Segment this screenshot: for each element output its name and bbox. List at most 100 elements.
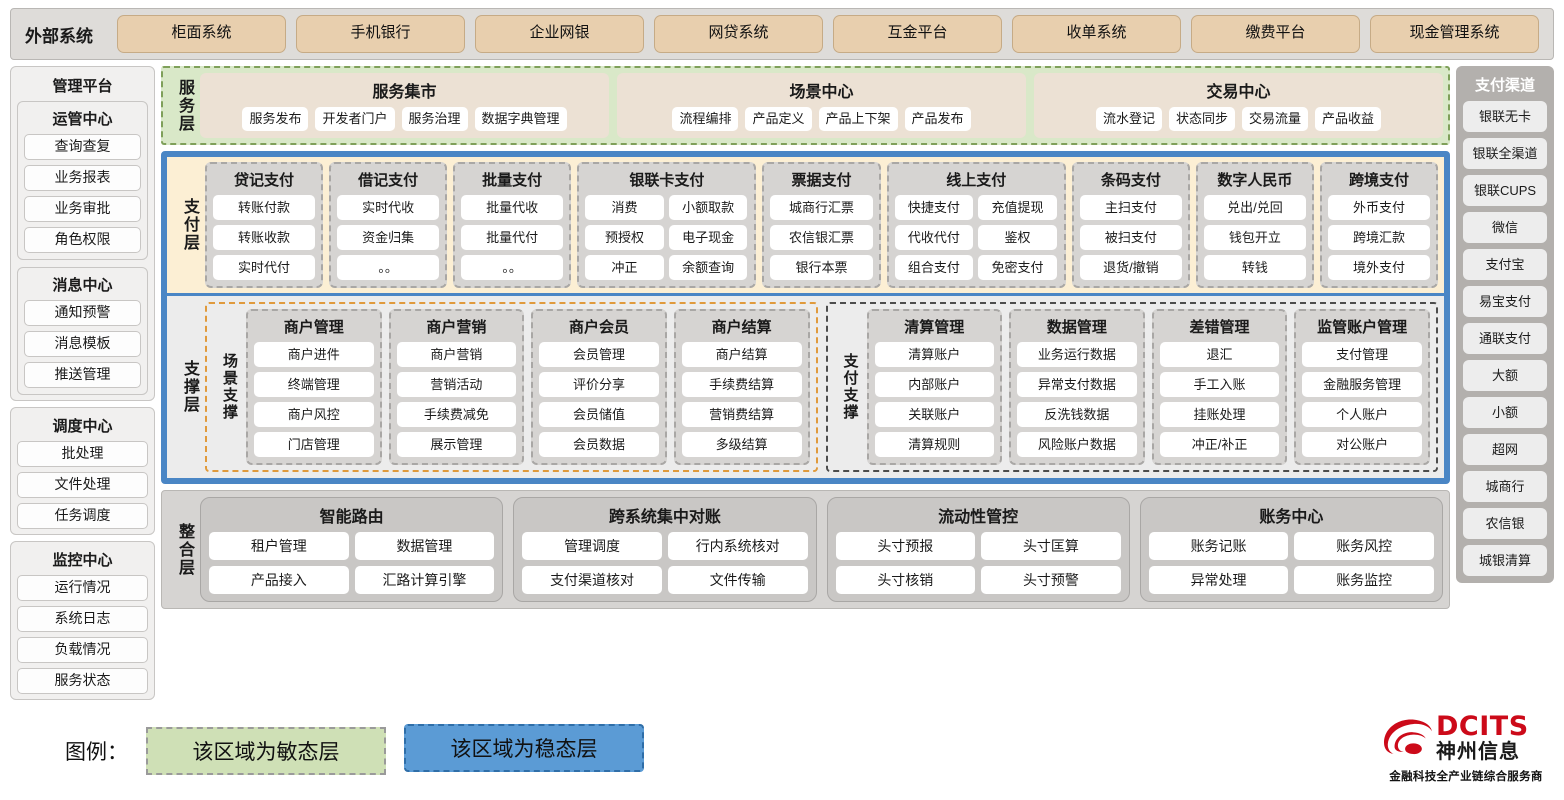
payment-cell[interactable]: 农信银汇票 [770, 225, 873, 250]
support-cell[interactable]: 展示管理 [396, 432, 517, 457]
service-chip[interactable]: 产品定义 [745, 107, 812, 131]
support-cell[interactable]: 清算规则 [874, 432, 995, 457]
payment-cell[interactable]: 转账收款 [213, 225, 316, 250]
payment-cell[interactable]: 银行本票 [770, 255, 873, 280]
external-system-chip[interactable]: 网贷系统 [654, 15, 823, 53]
support-cell[interactable]: 门店管理 [254, 432, 374, 457]
payment-channel-item[interactable]: 通联支付 [1463, 323, 1547, 354]
sidebar-item[interactable]: 批处理 [17, 441, 148, 467]
payment-cell[interactable]: 实时代收 [337, 195, 440, 220]
payment-cell[interactable]: 转账付款 [213, 195, 316, 220]
service-chip[interactable]: 流水登记 [1095, 107, 1162, 131]
sidebar-item[interactable]: 服务状态 [17, 668, 148, 694]
service-chip[interactable]: 状态同步 [1168, 107, 1235, 131]
support-cell[interactable]: 营销活动 [396, 372, 517, 397]
service-chip[interactable]: 产品发布 [904, 107, 971, 131]
service-chip[interactable]: 开发者门户 [315, 107, 395, 131]
support-cell[interactable]: 会员储值 [539, 402, 659, 427]
support-cell[interactable]: 手工入账 [1159, 372, 1280, 397]
payment-cell[interactable]: 资金归集 [337, 225, 440, 250]
support-cell[interactable]: 手续费结算 [681, 372, 802, 397]
integration-cell[interactable]: 支付渠道核对 [522, 566, 662, 594]
support-cell[interactable]: 异常支付数据 [1017, 372, 1137, 397]
payment-cell[interactable]: 余额查询 [668, 255, 748, 280]
support-cell[interactable]: 商户结算 [681, 342, 802, 367]
integration-cell[interactable]: 异常处理 [1148, 566, 1289, 594]
payment-channel-item[interactable]: 超网 [1463, 434, 1547, 465]
integration-cell[interactable]: 头寸预报 [835, 532, 976, 560]
integration-cell[interactable]: 租户管理 [209, 532, 349, 560]
payment-cell[interactable]: 转钱 [1203, 255, 1306, 280]
service-chip[interactable]: 数据字典管理 [474, 107, 567, 131]
payment-cell[interactable]: 预授权 [585, 225, 664, 250]
payment-cell[interactable]: 。。 [337, 255, 440, 280]
integration-cell[interactable]: 头寸预警 [981, 566, 1121, 594]
sidebar-item[interactable]: 文件处理 [17, 472, 148, 498]
external-system-chip[interactable]: 互金平台 [833, 15, 1002, 53]
support-cell[interactable]: 商户营销 [396, 342, 517, 367]
integration-cell[interactable]: 管理调度 [522, 532, 662, 560]
sidebar-item[interactable]: 消息模板 [24, 331, 141, 357]
payment-cell[interactable]: 电子现金 [668, 225, 748, 250]
payment-channel-item[interactable]: 微信 [1463, 212, 1547, 243]
payment-channel-item[interactable]: 银联CUPS [1463, 175, 1547, 206]
service-chip[interactable]: 产品上下架 [818, 107, 898, 131]
sidebar-item[interactable]: 业务审批 [24, 196, 141, 222]
external-system-chip[interactable]: 手机银行 [296, 15, 465, 53]
integration-cell[interactable]: 产品接入 [209, 566, 349, 594]
support-cell[interactable]: 对公账户 [1302, 432, 1422, 457]
sidebar-item[interactable]: 通知预警 [24, 300, 141, 326]
support-cell[interactable]: 评价分享 [539, 372, 659, 397]
payment-cell[interactable]: 代收代付 [894, 225, 974, 250]
support-cell[interactable]: 支付管理 [1302, 342, 1422, 367]
external-system-chip[interactable]: 现金管理系统 [1370, 15, 1539, 53]
support-cell[interactable]: 金融服务管理 [1302, 372, 1422, 397]
external-system-chip[interactable]: 缴费平台 [1191, 15, 1360, 53]
external-system-chip[interactable]: 柜面系统 [117, 15, 286, 53]
support-cell[interactable]: 反洗钱数据 [1017, 402, 1137, 427]
payment-channel-item[interactable]: 易宝支付 [1463, 286, 1547, 317]
integration-cell[interactable]: 头寸匡算 [981, 532, 1121, 560]
payment-cell[interactable]: 退货/撤销 [1079, 255, 1182, 280]
sidebar-item[interactable]: 运行情况 [17, 575, 148, 601]
support-cell[interactable]: 冲正/补正 [1159, 432, 1280, 457]
integration-cell[interactable]: 账务监控 [1294, 566, 1434, 594]
payment-cell[interactable]: 鉴权 [978, 225, 1057, 250]
payment-cell[interactable]: 批量代付 [461, 225, 564, 250]
payment-cell[interactable]: 冲正 [585, 255, 664, 280]
integration-cell[interactable]: 头寸核销 [835, 566, 976, 594]
external-system-chip[interactable]: 收单系统 [1012, 15, 1181, 53]
sidebar-item[interactable]: 推送管理 [24, 362, 141, 388]
payment-cell[interactable]: 免密支付 [978, 255, 1057, 280]
support-cell[interactable]: 清算账户 [874, 342, 995, 367]
sidebar-item[interactable]: 业务报表 [24, 165, 141, 191]
payment-cell[interactable]: 快捷支付 [894, 195, 974, 220]
support-cell[interactable]: 风险账户数据 [1017, 432, 1137, 457]
support-cell[interactable]: 会员数据 [539, 432, 659, 457]
sidebar-item[interactable]: 角色权限 [24, 227, 141, 253]
payment-channel-item[interactable]: 银联全渠道 [1463, 138, 1547, 169]
service-chip[interactable]: 交易流量 [1242, 107, 1309, 131]
support-cell[interactable]: 手续费减免 [396, 402, 517, 427]
payment-channel-item[interactable]: 大额 [1463, 360, 1547, 391]
external-system-chip[interactable]: 企业网银 [475, 15, 644, 53]
sidebar-item[interactable]: 负载情况 [17, 637, 148, 663]
service-chip[interactable]: 流程编排 [672, 107, 739, 131]
service-chip[interactable]: 产品收益 [1315, 107, 1382, 131]
payment-cell[interactable]: 。。 [461, 255, 564, 280]
payment-channel-item[interactable]: 支付宝 [1463, 249, 1547, 280]
payment-cell[interactable]: 跨境汇款 [1327, 225, 1431, 250]
payment-cell[interactable]: 被扫支付 [1079, 225, 1182, 250]
payment-channel-item[interactable]: 城银清算 [1463, 545, 1547, 576]
sidebar-item[interactable]: 任务调度 [17, 503, 148, 529]
support-cell[interactable]: 终端管理 [254, 372, 374, 397]
support-cell[interactable]: 退汇 [1159, 342, 1280, 367]
payment-cell[interactable]: 批量代收 [461, 195, 564, 220]
payment-cell[interactable]: 钱包开立 [1203, 225, 1306, 250]
support-cell[interactable]: 关联账户 [874, 402, 995, 427]
integration-cell[interactable]: 行内系统核对 [667, 532, 808, 560]
support-cell[interactable]: 挂账处理 [1159, 402, 1280, 427]
payment-channel-item[interactable]: 农信银 [1463, 508, 1547, 539]
payment-cell[interactable]: 主扫支付 [1079, 195, 1182, 220]
payment-channel-item[interactable]: 小额 [1463, 397, 1547, 428]
